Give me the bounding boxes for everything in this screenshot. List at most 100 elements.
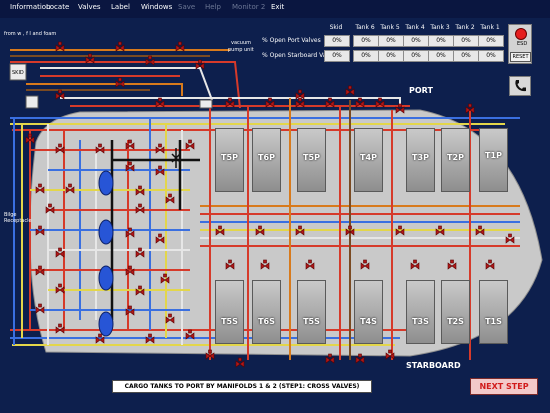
phone-button[interactable] xyxy=(509,76,531,96)
valve-icon[interactable] xyxy=(410,262,420,270)
valve-icon[interactable] xyxy=(125,230,135,238)
valve-icon[interactable] xyxy=(115,44,125,52)
valve-handle-icon xyxy=(358,353,362,358)
valve-icon[interactable] xyxy=(295,228,305,236)
valve-icon[interactable] xyxy=(205,352,215,360)
valve-handle-icon xyxy=(158,233,162,238)
menu-information[interactable]: Information xyxy=(10,3,51,11)
valve-handle-icon xyxy=(413,259,417,264)
esd-button[interactable] xyxy=(515,28,527,40)
valve-icon[interactable] xyxy=(35,186,45,194)
valve-icon[interactable] xyxy=(125,142,135,150)
valve-icon[interactable] xyxy=(485,262,495,270)
valve-icon[interactable] xyxy=(55,92,65,100)
menu-monitor-2[interactable]: Monitor 2 xyxy=(232,3,266,11)
valve-icon[interactable] xyxy=(85,56,95,64)
tank-t5p-outer: T5P xyxy=(215,128,244,192)
tank-t4s: T4S xyxy=(354,280,383,344)
valve-icon[interactable] xyxy=(65,186,75,194)
valve-icon[interactable] xyxy=(305,262,315,270)
esd-label: ESD xyxy=(517,41,528,47)
valve-icon[interactable] xyxy=(345,228,355,236)
valve-icon[interactable] xyxy=(255,228,265,236)
valve-icon[interactable] xyxy=(35,228,45,236)
valve-icon[interactable] xyxy=(195,62,205,70)
valve-icon[interactable] xyxy=(135,188,145,196)
valve-icon[interactable] xyxy=(465,106,475,114)
valve-icon[interactable] xyxy=(395,228,405,236)
valve-icon[interactable] xyxy=(185,142,195,150)
valve-icon[interactable] xyxy=(185,332,195,340)
valve-icon[interactable] xyxy=(95,336,105,344)
tank-label: T2S xyxy=(447,317,464,326)
menu-exit[interactable]: Exit xyxy=(271,3,285,11)
valve-handle-icon xyxy=(268,97,272,102)
valve-icon[interactable] xyxy=(355,100,365,108)
valve-icon[interactable] xyxy=(155,146,165,154)
valve-icon[interactable] xyxy=(260,262,270,270)
valve-handle-icon xyxy=(450,259,454,264)
valve-icon[interactable] xyxy=(55,286,65,294)
valve-icon[interactable] xyxy=(295,100,305,108)
valve-icon[interactable] xyxy=(95,146,105,154)
valve-icon[interactable] xyxy=(55,146,65,154)
valve-stats-table: Skid Tank 6 Tank 5 Tank 4 Tank 3 Tank 2 … xyxy=(240,22,504,64)
valve-icon[interactable] xyxy=(25,136,35,144)
valve-icon[interactable] xyxy=(135,206,145,214)
valve-icon[interactable] xyxy=(135,288,145,296)
valve-icon[interactable] xyxy=(155,236,165,244)
valve-icon[interactable] xyxy=(235,360,245,368)
phone-icon xyxy=(515,80,526,92)
valve-icon[interactable] xyxy=(385,352,395,360)
valve-icon[interactable] xyxy=(160,276,170,284)
valve-icon[interactable] xyxy=(295,92,305,100)
menu-windows[interactable]: Windows xyxy=(141,3,173,11)
valve-icon[interactable] xyxy=(325,356,335,364)
valve-icon[interactable] xyxy=(325,100,335,108)
valve-icon[interactable] xyxy=(265,100,275,108)
valve-icon[interactable] xyxy=(145,336,155,344)
valve-icon[interactable] xyxy=(125,164,135,172)
valve-icon[interactable] xyxy=(345,88,355,96)
valve-icon[interactable] xyxy=(125,268,135,276)
valve-icon[interactable] xyxy=(435,228,445,236)
reset-button[interactable]: RESET xyxy=(510,52,531,62)
valve-icon[interactable] xyxy=(135,250,145,258)
menu-valves[interactable]: Valves xyxy=(78,3,101,11)
valve-icon[interactable] xyxy=(55,44,65,52)
valve-icon[interactable] xyxy=(447,262,457,270)
menu-save[interactable]: Save xyxy=(178,3,196,11)
menu-label[interactable]: Label xyxy=(111,3,130,11)
valve-icon[interactable] xyxy=(155,168,165,176)
valve-icon[interactable] xyxy=(35,268,45,276)
valve-icon[interactable] xyxy=(375,100,385,108)
valve-icon[interactable] xyxy=(505,236,515,244)
valve-icon[interactable] xyxy=(155,100,165,108)
valve-icon[interactable] xyxy=(55,326,65,334)
valve-handle-icon xyxy=(478,225,482,230)
port-tank-5-percent: 0% xyxy=(378,35,404,47)
valve-icon[interactable] xyxy=(45,206,55,214)
valve-icon[interactable] xyxy=(225,100,235,108)
valve-icon[interactable] xyxy=(475,228,485,236)
valve-icon[interactable] xyxy=(165,316,175,324)
valve-handle-icon xyxy=(58,41,62,46)
valve-icon[interactable] xyxy=(145,58,155,66)
valve-icon[interactable] xyxy=(115,80,125,88)
valve-handle-icon xyxy=(158,143,162,148)
valve-icon[interactable] xyxy=(360,262,370,270)
valve-icon[interactable] xyxy=(175,44,185,52)
next-step-button[interactable]: NEXT STEP xyxy=(470,378,538,395)
menu-help[interactable]: Help xyxy=(205,3,221,11)
valve-icon[interactable] xyxy=(55,250,65,258)
valve-icon[interactable] xyxy=(165,196,175,204)
valve-icon[interactable] xyxy=(395,106,405,114)
valve-icon[interactable] xyxy=(225,262,235,270)
valve-icon[interactable] xyxy=(355,356,365,364)
tank-label: T6S xyxy=(258,317,275,326)
valve-icon[interactable] xyxy=(35,306,45,314)
menu-locate[interactable]: Locate xyxy=(46,3,70,11)
valve-icon[interactable] xyxy=(215,228,225,236)
port-skid-percent: 0% xyxy=(324,35,350,47)
valve-icon[interactable] xyxy=(125,308,135,316)
